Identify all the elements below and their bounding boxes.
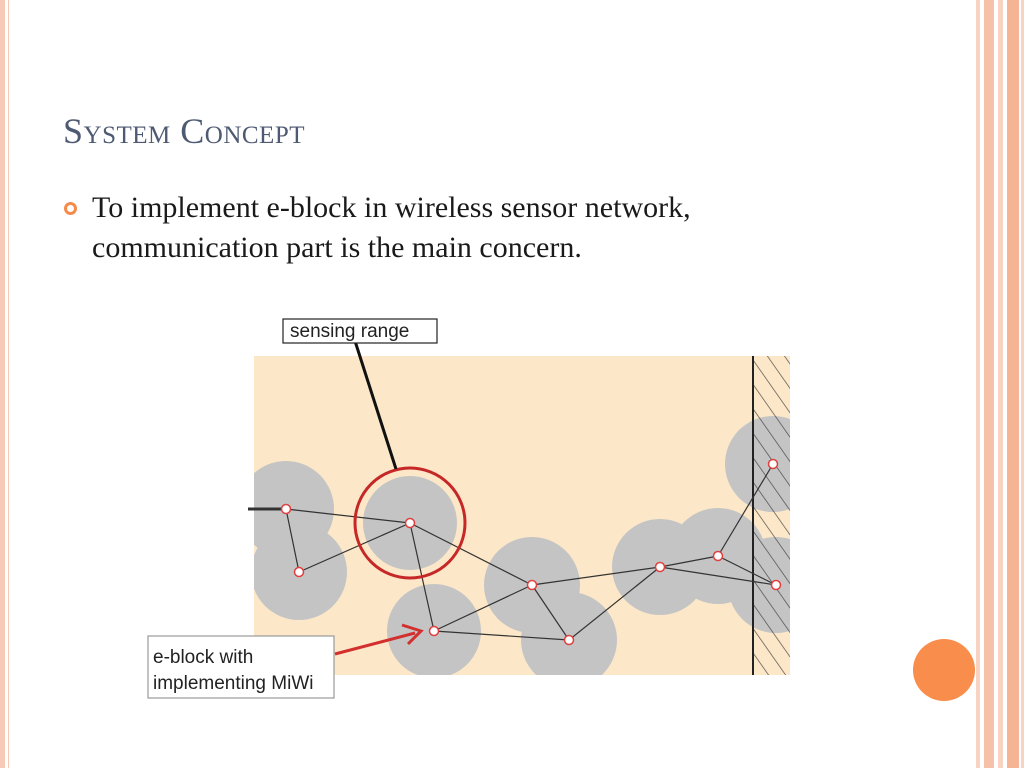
- network-link: [298, 522, 411, 573]
- network-link: [717, 555, 777, 586]
- eblock-label-line1: e-block with: [153, 647, 253, 668]
- sensor-node: [404, 517, 416, 529]
- network-link: [659, 566, 777, 586]
- network-link: [568, 566, 661, 641]
- network-link: [285, 508, 411, 524]
- sensing-range-pointer: [353, 340, 398, 470]
- network-diagram-svg: sensing range e-block with implementing …: [147, 318, 790, 699]
- eblock-label-box: [147, 635, 335, 699]
- network-link: [285, 508, 300, 573]
- sensor-node: [293, 566, 305, 578]
- network-diagram: sensing range e-block with implementing …: [140, 315, 800, 705]
- sensing-range-label-box: [282, 318, 438, 344]
- bullet-circle-icon: [64, 202, 77, 215]
- sensor-node: [654, 561, 666, 573]
- left-border-stripe: [0, 0, 5, 768]
- bullet-item: To implement e-block in wireless sensor …: [64, 188, 884, 268]
- accent-dot: [913, 639, 975, 701]
- sensor-node: [712, 550, 724, 562]
- sensor-node: [767, 458, 779, 470]
- eblock-pointer-arrow: [334, 631, 416, 656]
- network-link: [433, 584, 533, 632]
- eblock-arrowhead-icon: [401, 623, 424, 646]
- sensor-node: [526, 579, 538, 591]
- slide-title: System Concept: [63, 111, 305, 151]
- network-link: [717, 463, 774, 557]
- coverage-circle: [521, 592, 617, 675]
- coverage-areas: [254, 416, 790, 675]
- network-links: [248, 463, 777, 641]
- sensing-range-ring: [353, 466, 467, 580]
- sensor-node: [428, 625, 440, 637]
- left-border-line: [8, 0, 9, 768]
- bullet-text: To implement e-block in wireless sensor …: [92, 191, 691, 264]
- network-link: [531, 584, 570, 641]
- boundary-wall: [753, 356, 790, 675]
- sensor-node: [280, 503, 292, 515]
- network-link: [433, 630, 570, 641]
- sensor-nodes: [280, 458, 782, 646]
- eblock-label-line2: implementing MiWi: [153, 673, 313, 694]
- network-link: [531, 566, 661, 586]
- sensing-range-label: sensing range: [290, 321, 409, 342]
- sensor-node: [563, 634, 575, 646]
- network-link: [409, 522, 533, 586]
- right-border-stripes: [976, 0, 1024, 768]
- sensor-node: [770, 579, 782, 591]
- network-link: [659, 555, 719, 568]
